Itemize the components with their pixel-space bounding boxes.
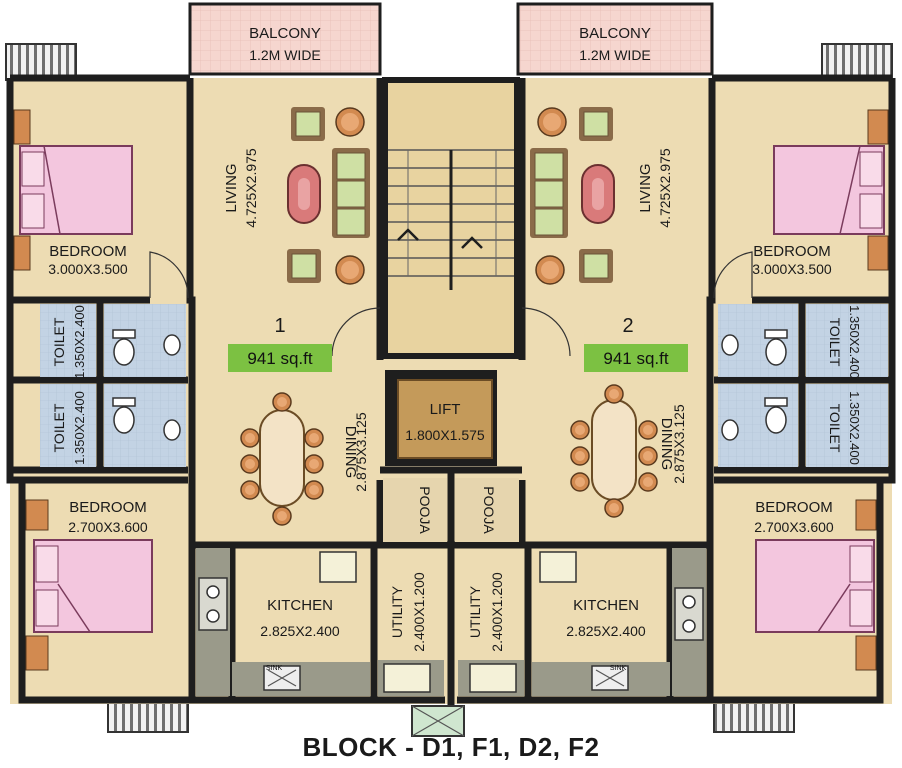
- area-unit-1: 941 sq.ft: [247, 349, 312, 368]
- pooja-unit-2: POOJA: [455, 478, 519, 542]
- pooja-unit-1-name: POOJA: [417, 486, 433, 534]
- door-swing: [149, 251, 189, 299]
- walls-unit-2: [457, 74, 896, 704]
- balcony-unit-1-width: 1.2M WIDE: [249, 47, 321, 63]
- toilet-2b-name: TOILET: [827, 404, 843, 453]
- plan-caption: BLOCK - D1, F1, D2, F2: [302, 732, 600, 762]
- balcony-unit-2-width: 1.2M WIDE: [579, 47, 651, 63]
- pooja-unit-1: POOJA: [383, 478, 447, 542]
- area-badge-unit-1: 941 sq.ft: [228, 344, 332, 372]
- dining-unit-1-size: 2.875X3.125: [353, 412, 369, 492]
- bedroom-1-bottom-name: BEDROOM: [69, 499, 147, 516]
- living-unit-2-name: LIVING: [637, 163, 654, 212]
- toilet-1a-size: 1.350X2.400: [72, 305, 87, 379]
- dining-unit-2-name: DINING: [658, 418, 675, 471]
- window-grille: [821, 43, 893, 81]
- dining-unit-1-name: DINING: [342, 426, 359, 479]
- bedroom-2-top-size: 3.000X3.500: [752, 261, 832, 277]
- door-swing: [521, 307, 571, 357]
- toilet-1a-name: TOILET: [51, 317, 67, 366]
- kitchen-unit-2: SINK KITCHEN 2.825X2.400: [532, 548, 706, 696]
- kitchen-unit-2-name: KITCHEN: [573, 597, 639, 614]
- bedroom-2-bottom-size: 2.700X3.600: [754, 519, 834, 535]
- toilet-1b-size: 1.350X2.400: [72, 391, 87, 465]
- living-unit-2-size: 4.725X2.975: [657, 148, 673, 228]
- bedroom-2-top-name: BEDROOM: [753, 243, 831, 260]
- dining-unit-2: DINING 2.875X3.125: [570, 384, 687, 518]
- lift-size: 1.800X1.575: [405, 427, 485, 443]
- bedroom-1-bottom-size: 2.700X3.600: [68, 519, 148, 535]
- dining-unit-1: DINING 2.875X3.125: [240, 392, 369, 526]
- balcony-unit-2-name: BALCONY: [579, 25, 651, 42]
- utility-unit-2-size: 2.400X1.200: [489, 572, 505, 652]
- area-badge-unit-2: 941 sq.ft: [584, 344, 688, 372]
- walls-unit-1: [6, 74, 445, 704]
- kitchen-unit-1: SINK KITCHEN 2.825X2.400: [196, 548, 370, 696]
- living-unit-1: LIVING 4.725X2.975: [223, 106, 381, 357]
- bedroom-2-top: BEDROOM 3.000X3.500: [713, 109, 889, 299]
- kitchen-unit-1-sink: SINK: [266, 665, 283, 672]
- door-swing: [713, 251, 753, 299]
- utility-unit-2-name: UTILITY: [467, 585, 483, 638]
- area-unit-2: 941 sq.ft: [603, 349, 668, 368]
- balcony-unit-1: BALCONY 1.2M WIDE: [188, 2, 382, 76]
- living-unit-1-size: 4.725X2.975: [243, 148, 259, 228]
- living-unit-2: LIVING 4.725X2.975: [521, 106, 673, 357]
- bedroom-1-top-name: BEDROOM: [49, 243, 127, 260]
- living-unit-1-name: LIVING: [223, 163, 240, 212]
- kitchen-unit-2-sink: SINK: [610, 665, 627, 672]
- lift: LIFT 1.800X1.575: [385, 370, 497, 466]
- toilet-2a-size: 1.350X2.400: [847, 305, 862, 379]
- bedroom-1-bottom: BEDROOM 2.700X3.600: [25, 499, 153, 671]
- utility-unit-2: UTILITY 2.400X1.200: [458, 572, 524, 696]
- unit-2-number: 2: [622, 315, 633, 337]
- walls-core: [376, 78, 526, 705]
- bedroom-1-top-size: 3.000X3.500: [48, 261, 128, 277]
- balcony-unit-1-name: BALCONY: [249, 25, 321, 42]
- toilet-2b-size: 1.350X2.400: [847, 391, 862, 465]
- bedroom-2-bottom: BEDROOM 2.700X3.600: [754, 499, 877, 671]
- toilet-1b-name: TOILET: [51, 403, 67, 452]
- bedroom-1-top: BEDROOM 3.000X3.500: [13, 109, 189, 299]
- kitchen-unit-2-size: 2.825X2.400: [566, 623, 646, 639]
- lift-name: LIFT: [430, 401, 461, 418]
- stair-arrow-icon: [461, 236, 483, 249]
- balcony-unit-2: BALCONY 1.2M WIDE: [516, 2, 714, 76]
- kitchen-unit-1-name: KITCHEN: [267, 597, 333, 614]
- utility-unit-1-size: 2.400X1.200: [411, 572, 427, 652]
- unit-1-number: 1: [274, 315, 285, 337]
- pooja-unit-2-name: POOJA: [481, 486, 497, 534]
- stair-arrow-icon: [397, 228, 419, 241]
- kitchen-unit-1-size: 2.825X2.400: [260, 623, 340, 639]
- dining-unit-2-size: 2.875X3.125: [671, 404, 687, 484]
- door-swing: [331, 307, 381, 357]
- utility-unit-1: UTILITY 2.400X1.200: [378, 572, 444, 696]
- stair-treads: [388, 149, 514, 290]
- toilet-2a-name: TOILET: [827, 318, 843, 367]
- utility-unit-1-name: UTILITY: [389, 585, 405, 638]
- bedroom-2-bottom-name: BEDROOM: [755, 499, 833, 516]
